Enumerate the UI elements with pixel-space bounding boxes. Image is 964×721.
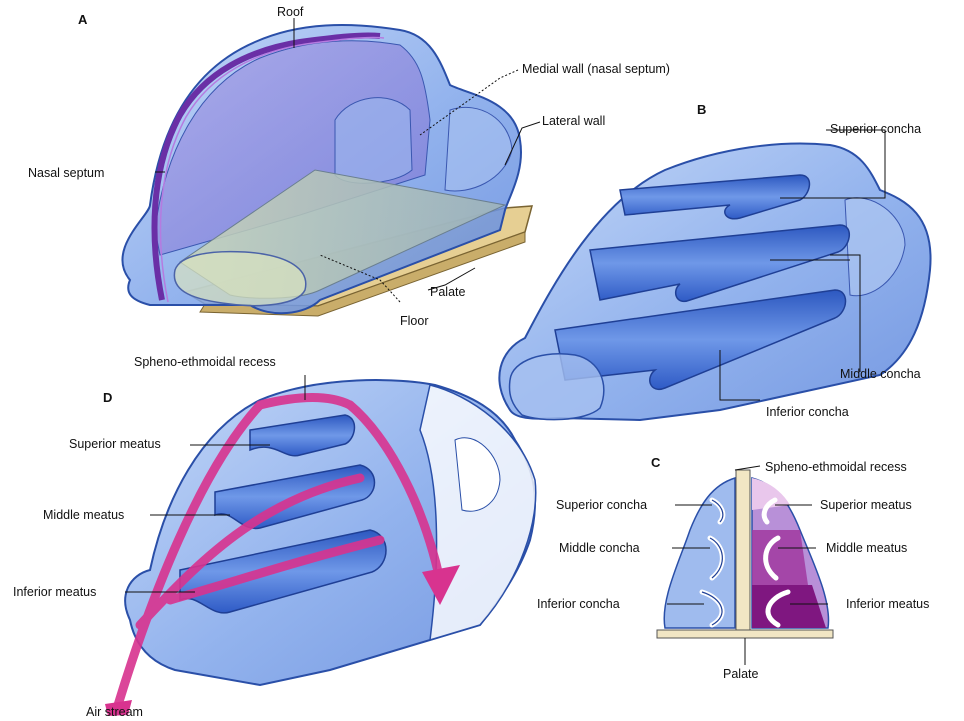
panel-a-illustration (122, 25, 532, 316)
label-superior-concha-b: Superior concha (830, 122, 921, 136)
label-inferior-concha-b: Inferior concha (766, 405, 849, 419)
label-inferior-concha-c: Inferior concha (537, 597, 620, 611)
label-inferior-meatus-c: Inferior meatus (846, 597, 929, 611)
panel-label-a: A (78, 12, 87, 27)
panel-label-b: B (697, 102, 706, 117)
label-middle-concha-b: Middle concha (840, 367, 921, 381)
palate-c (657, 630, 833, 638)
label-palate-a: Palate (430, 285, 465, 299)
label-air-stream: Air stream (86, 705, 143, 719)
label-inferior-meatus-d: Inferior meatus (13, 585, 96, 599)
label-lateral-wall: Lateral wall (542, 114, 605, 128)
label-middle-concha-c: Middle concha (559, 541, 640, 555)
label-middle-meatus-d: Middle meatus (43, 508, 124, 522)
label-medial-wall: Medial wall (nasal septum) (522, 62, 670, 76)
panel-label-c: C (651, 455, 660, 470)
panel-d-illustration (105, 380, 536, 716)
label-superior-concha-c: Superior concha (556, 498, 647, 512)
panel-label-d: D (103, 390, 112, 405)
label-nasal-septum: Nasal septum (28, 166, 104, 180)
label-superior-meatus-d: Superior meatus (69, 437, 161, 451)
label-palate-c: Palate (723, 667, 758, 681)
septum-c (736, 470, 750, 630)
panel-c-illustration (657, 470, 833, 638)
label-superior-meatus-c: Superior meatus (820, 498, 912, 512)
label-spheno-recess-d: Spheno-ethmoidal recess (134, 355, 276, 369)
label-roof: Roof (277, 5, 303, 19)
label-floor: Floor (400, 314, 428, 328)
label-middle-meatus-c: Middle meatus (826, 541, 907, 555)
label-spheno-recess-c: Spheno-ethmoidal recess (765, 460, 907, 474)
